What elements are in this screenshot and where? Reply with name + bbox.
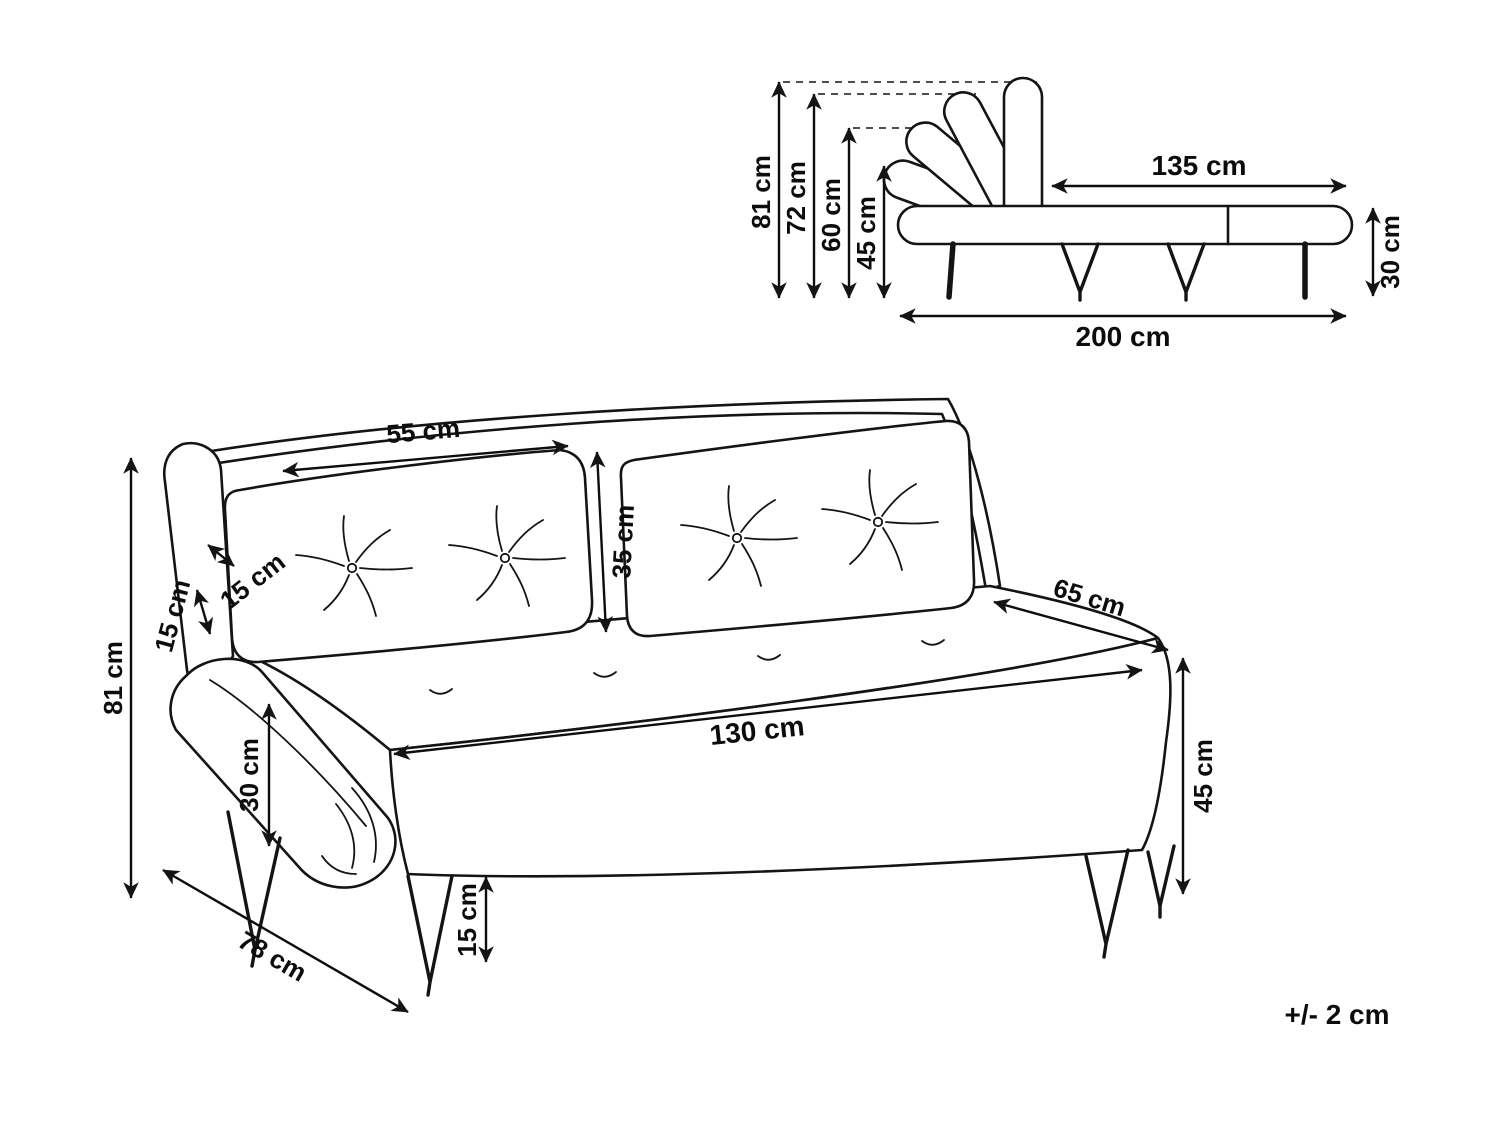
dim-label-81-main: 81 cm — [98, 641, 128, 715]
dim-side-72: 72 cm — [781, 93, 822, 299]
tolerance-note: +/- 2 cm — [1284, 999, 1389, 1030]
dim-side-135: 135 cm — [1051, 150, 1347, 194]
dim-label-side-45: 45 cm — [851, 196, 881, 270]
bed-base — [896, 204, 1354, 246]
dim-armrest-height-30: 30 cm — [234, 703, 277, 847]
dim-seat-height-45: 45 cm — [1175, 657, 1218, 895]
armrest-crease — [209, 679, 367, 827]
dim-label-15-leg: 15 cm — [452, 883, 482, 957]
dim-side-60: 60 cm — [816, 127, 857, 299]
side-view: 81 cm 72 cm 60 cm 45 cm 135 cm 30 cm 200… — [746, 76, 1405, 352]
leg-back-right — [1146, 844, 1176, 919]
dim-label-side-81: 81 cm — [746, 155, 776, 229]
main-view: 55 cm 35 cm 15 cm 15 cm 65 cm 130 cm 81 … — [98, 397, 1218, 1014]
back-cushion-left — [223, 448, 594, 664]
dim-leg-clearance-15: 15 cm — [452, 876, 494, 963]
dim-label-55: 55 cm — [385, 413, 461, 449]
dim-label-side-135: 135 cm — [1152, 150, 1247, 181]
dim-label-30-main: 30 cm — [234, 738, 264, 812]
dim-overall-depth-78: 78 cm — [162, 868, 409, 1014]
dim-side-45: 45 cm — [851, 165, 892, 299]
dim-overall-height-81: 81 cm — [98, 457, 139, 899]
leg-left — [946, 241, 956, 300]
back-cushion-right — [619, 419, 976, 638]
leg-front-mid — [406, 874, 454, 997]
side-view-legs — [946, 241, 1308, 302]
dim-cushion-width-55: 55 cm — [282, 413, 569, 478]
dim-label-45-main: 45 cm — [1188, 739, 1218, 813]
dim-label-35: 35 cm — [606, 504, 640, 579]
dim-side-30: 30 cm — [1365, 207, 1405, 297]
dim-side-200: 200 cm — [899, 308, 1347, 352]
dim-label-side-60: 60 cm — [816, 178, 846, 252]
leg-hairpin-2 — [1166, 242, 1206, 302]
dim-label-side-200: 200 cm — [1076, 321, 1171, 352]
dim-side-81: 81 cm — [746, 81, 787, 299]
dim-cushion-height-35: 35 cm — [589, 451, 640, 633]
armrest-fold-2 — [351, 787, 377, 863]
dim-label-side-30: 30 cm — [1375, 215, 1405, 289]
armrest-fold-1 — [335, 803, 356, 869]
dim-label-side-72: 72 cm — [781, 161, 811, 235]
leg-front-right — [1084, 848, 1130, 959]
leg-hairpin-1 — [1060, 242, 1100, 302]
